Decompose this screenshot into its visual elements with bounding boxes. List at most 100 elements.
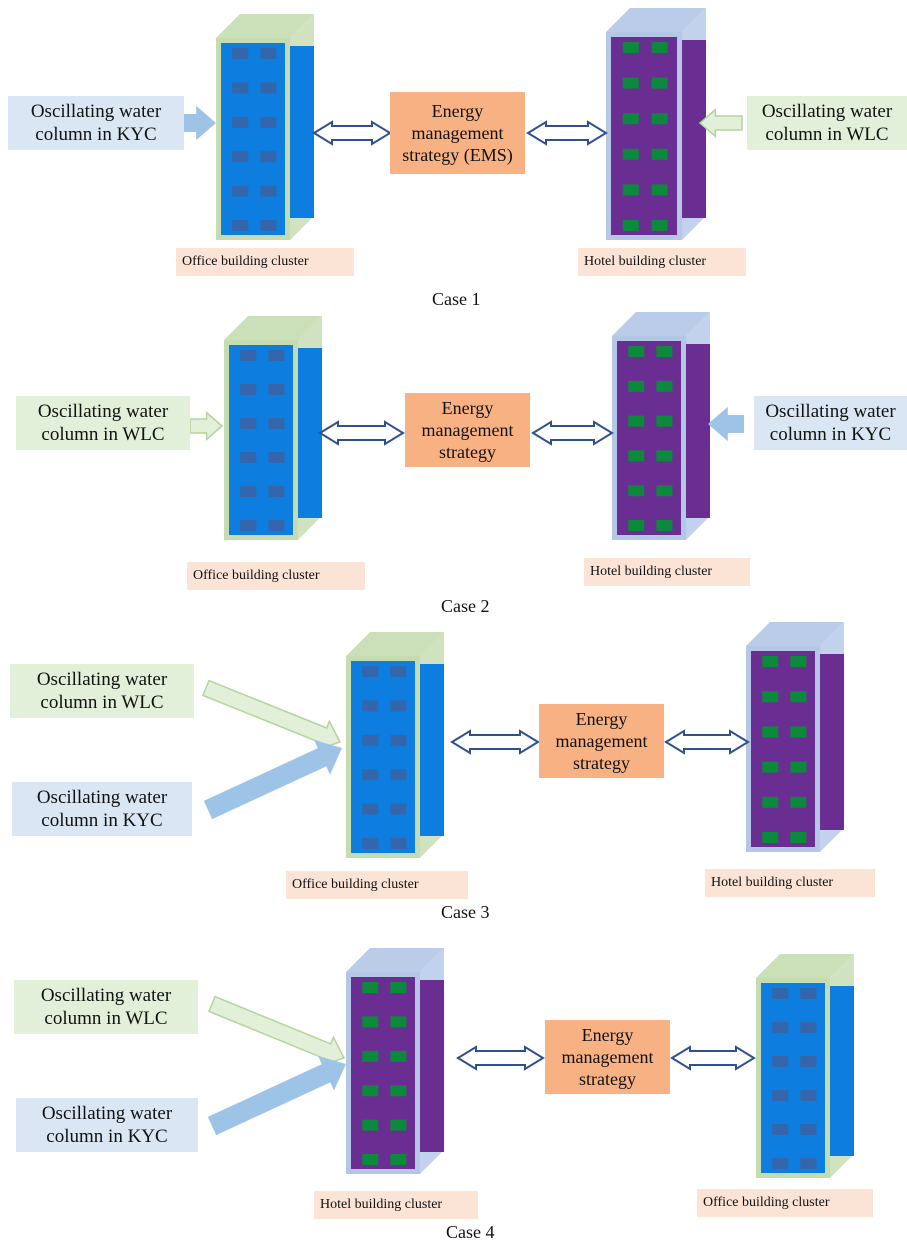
ems-double-arrow-left-case3 (450, 729, 540, 755)
ems-double-arrow-right-case1 (526, 120, 608, 146)
building-panel (221, 43, 285, 235)
building-window (656, 450, 673, 462)
building-panel (617, 341, 681, 535)
office-label-case1: Office building cluster (176, 248, 354, 276)
case-title-1: Case 1 (432, 289, 481, 309)
owc-kyc-label-case2: Oscillating water column in KYC (754, 396, 907, 450)
office-building-case4 (756, 954, 854, 1178)
building-window (800, 1090, 817, 1101)
hotel-building-case2 (612, 312, 710, 540)
building-window (622, 184, 639, 196)
building-window (762, 796, 779, 808)
building-window (362, 1119, 379, 1131)
building-window (651, 184, 668, 196)
building-window (260, 82, 277, 94)
ems-double-arrow-right-case3 (664, 729, 750, 755)
hotel-building-case4 (346, 948, 444, 1174)
building-window (362, 1050, 379, 1062)
office-label-case2: Office building cluster (187, 562, 365, 590)
building-window (362, 666, 379, 677)
building-window (790, 761, 807, 773)
building-window (800, 1124, 817, 1135)
building-window (762, 691, 779, 703)
building-panel (351, 661, 415, 853)
wlc-arrow-case1 (698, 108, 743, 138)
building-window (656, 380, 673, 392)
building-side-strip (420, 980, 444, 1152)
owc-wlc-label-case2: Oscillating water column in WLC (16, 396, 190, 450)
building-window (268, 350, 285, 361)
ems-double-arrow-right-case2 (531, 420, 614, 446)
building-window (240, 418, 257, 429)
building-top (346, 632, 444, 656)
office-label-case3: Office building cluster (286, 871, 468, 899)
building-panel (761, 983, 825, 1173)
ems-double-arrow-left-case4 (456, 1045, 545, 1071)
building-window (772, 1124, 789, 1135)
building-top (612, 312, 710, 336)
building-window (362, 982, 379, 993)
office-building-case2 (224, 316, 322, 540)
building-window (628, 520, 645, 531)
building-window (790, 796, 807, 808)
building-top (224, 316, 322, 340)
building-window (260, 185, 277, 197)
owc-kyc-label-case4: Oscillating water column in KYC (16, 1098, 198, 1152)
building-window (232, 116, 249, 128)
building-window (362, 838, 379, 849)
building-window (762, 726, 779, 738)
building-top (216, 14, 314, 38)
case-title-4: Case 4 (446, 1222, 495, 1242)
owc-wlc-label-case3: Oscillating water column in WLC (10, 664, 194, 718)
building-window (260, 151, 277, 163)
building-window (232, 220, 249, 231)
building-window (260, 220, 277, 231)
ems-double-arrow-right-case4 (670, 1045, 756, 1071)
building-window (628, 415, 645, 427)
wlc-arrow-case3 (202, 679, 342, 751)
case-title-2: Case 2 (441, 596, 490, 616)
building-window (390, 666, 407, 677)
building-window (656, 346, 673, 357)
building-window (656, 520, 673, 531)
building-window (622, 148, 639, 160)
building-window (240, 350, 257, 361)
building-window (622, 77, 639, 89)
hotel-building-case1 (606, 8, 706, 240)
building-window (628, 485, 645, 497)
hotel-label-case3: Hotel building cluster (705, 869, 875, 897)
owc-wlc-label-case4: Oscillating water column in WLC (14, 980, 198, 1034)
kyc-arrow-case4 (207, 1055, 346, 1136)
building-side-strip (686, 344, 710, 518)
ems-box-case3: Energy management strategy (539, 704, 664, 778)
ems-box-case1: Energy management strategy (EMS) (390, 92, 525, 174)
hotel-label-case2: Hotel building cluster (584, 558, 750, 586)
building-side-strip (290, 46, 314, 218)
building-window (656, 415, 673, 427)
building-window (240, 384, 257, 395)
building-window (628, 346, 645, 357)
building-window (268, 452, 285, 463)
building-window (772, 1158, 789, 1169)
building-window (651, 148, 668, 160)
building-window (232, 82, 249, 94)
building-window (762, 832, 779, 843)
building-window (362, 1085, 379, 1097)
building-window (390, 1154, 407, 1165)
hotel-label-case1: Hotel building cluster (578, 248, 746, 276)
building-window (772, 988, 789, 999)
building-window (240, 452, 257, 463)
building-window (268, 418, 285, 429)
building-window (800, 1022, 817, 1033)
building-window (390, 734, 407, 746)
building-window (268, 486, 285, 497)
building-window (800, 1158, 817, 1169)
wlc-arrow-case4 (207, 995, 346, 1067)
building-window (268, 520, 285, 531)
building-window (772, 1056, 789, 1067)
building-window (362, 734, 379, 746)
building-panel (751, 651, 815, 847)
wlc-arrow-case2 (189, 411, 224, 441)
building-window (772, 1090, 789, 1101)
